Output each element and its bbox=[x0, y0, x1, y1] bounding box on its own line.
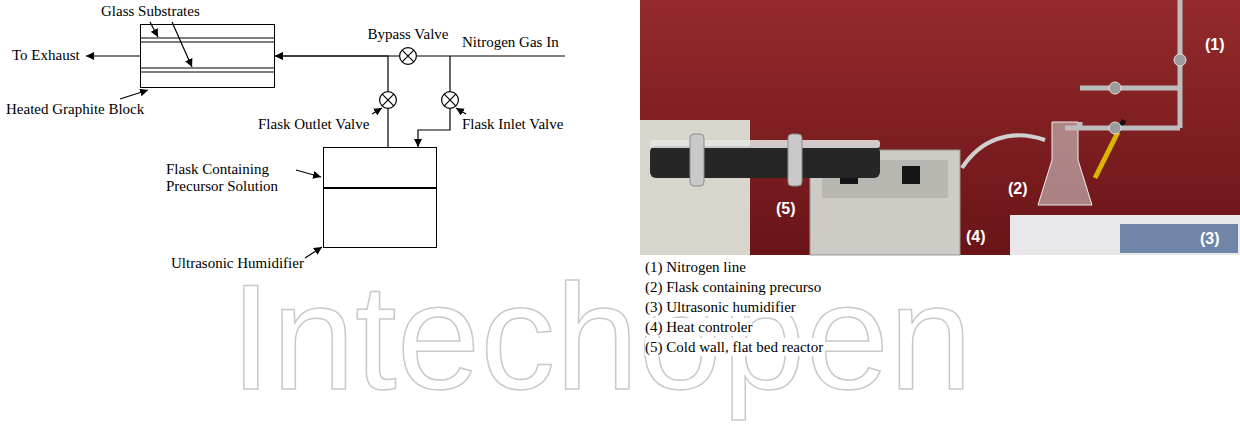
part-label: Flask Inlet Valve bbox=[462, 116, 563, 133]
legend-item: (5) Cold wall, flat bed reactor bbox=[645, 338, 823, 356]
glass-substrate bbox=[140, 67, 275, 68]
part-label: Heated Graphite Block bbox=[6, 101, 144, 118]
leader-line bbox=[120, 90, 148, 99]
part-label: Bypass Valve bbox=[368, 26, 449, 43]
nitrogen-line bbox=[417, 55, 565, 56]
flow-label: Nitrogen Gas In bbox=[462, 34, 559, 51]
precursor-flask-box: Flask Containing Precursor Solution bbox=[323, 147, 437, 188]
humidifier-box: Ultrasonic Humidifier bbox=[323, 188, 437, 248]
leader-line bbox=[456, 108, 466, 114]
callout-number: (2) bbox=[1008, 180, 1028, 198]
valve-symbol: Flask Inlet Valve bbox=[441, 91, 459, 109]
transfer-tubing bbox=[962, 135, 1045, 168]
part-label: Flask Outlet Valve bbox=[258, 116, 369, 133]
part-label: Ultrasonic Humidifier bbox=[171, 255, 304, 272]
leader-line bbox=[305, 247, 322, 258]
leader-line bbox=[172, 22, 192, 67]
part-label: Flask Containing Precursor Solution bbox=[166, 161, 291, 196]
glass-substrate bbox=[140, 71, 275, 72]
reactor-flange bbox=[690, 134, 704, 186]
legend-item: (1) Nitrogen line bbox=[645, 258, 746, 276]
precursor-flask bbox=[1038, 122, 1092, 205]
leader-line bbox=[372, 108, 382, 114]
valve-outline bbox=[441, 91, 459, 109]
callout-number: (1) bbox=[1205, 36, 1225, 54]
pipe-valve bbox=[1109, 82, 1121, 94]
legend-item: (2) Flask containing precurso bbox=[645, 278, 821, 296]
nitrogen-pipes bbox=[1065, 0, 1180, 128]
graphite-block: Glass SubstratesHeated Graphite Block bbox=[140, 24, 275, 88]
gas-line bbox=[275, 56, 388, 91]
valve-symbol: Flask Outlet Valve bbox=[379, 91, 397, 109]
reactor-body bbox=[650, 146, 880, 178]
controller-switch bbox=[902, 166, 920, 184]
callout-number: (3) bbox=[1200, 230, 1220, 248]
gas-line bbox=[387, 109, 388, 147]
valve-symbol: Bypass Valve bbox=[399, 47, 417, 65]
gas-line bbox=[418, 109, 450, 147]
glass-substrate bbox=[140, 41, 275, 42]
inlet-branch bbox=[449, 56, 450, 91]
wall-background bbox=[640, 0, 1240, 255]
callout-number: (4) bbox=[966, 228, 986, 246]
pipe-valve bbox=[1174, 54, 1186, 66]
humidifier-display bbox=[1120, 224, 1238, 253]
pipe-valve bbox=[1109, 122, 1121, 134]
reactor-flange bbox=[788, 134, 802, 186]
callout-number: (5) bbox=[776, 200, 796, 218]
legend-item: (3) Ultrasonic humidifier bbox=[645, 298, 796, 316]
valve-outline bbox=[379, 91, 397, 109]
watermark: Intechopen bbox=[230, 262, 972, 412]
humidifier-body bbox=[1010, 215, 1240, 255]
exhaust-arrow bbox=[86, 55, 140, 56]
reactor-tube bbox=[650, 140, 880, 148]
legend-item: (4) Heat controler bbox=[645, 318, 752, 336]
part-label: Glass Substrates bbox=[101, 3, 200, 20]
valve-outline bbox=[399, 47, 417, 65]
thermocouple bbox=[1095, 132, 1118, 178]
flow-label: To Exhaust bbox=[12, 47, 80, 64]
leader-line bbox=[296, 170, 321, 177]
glass-substrate bbox=[140, 37, 275, 38]
